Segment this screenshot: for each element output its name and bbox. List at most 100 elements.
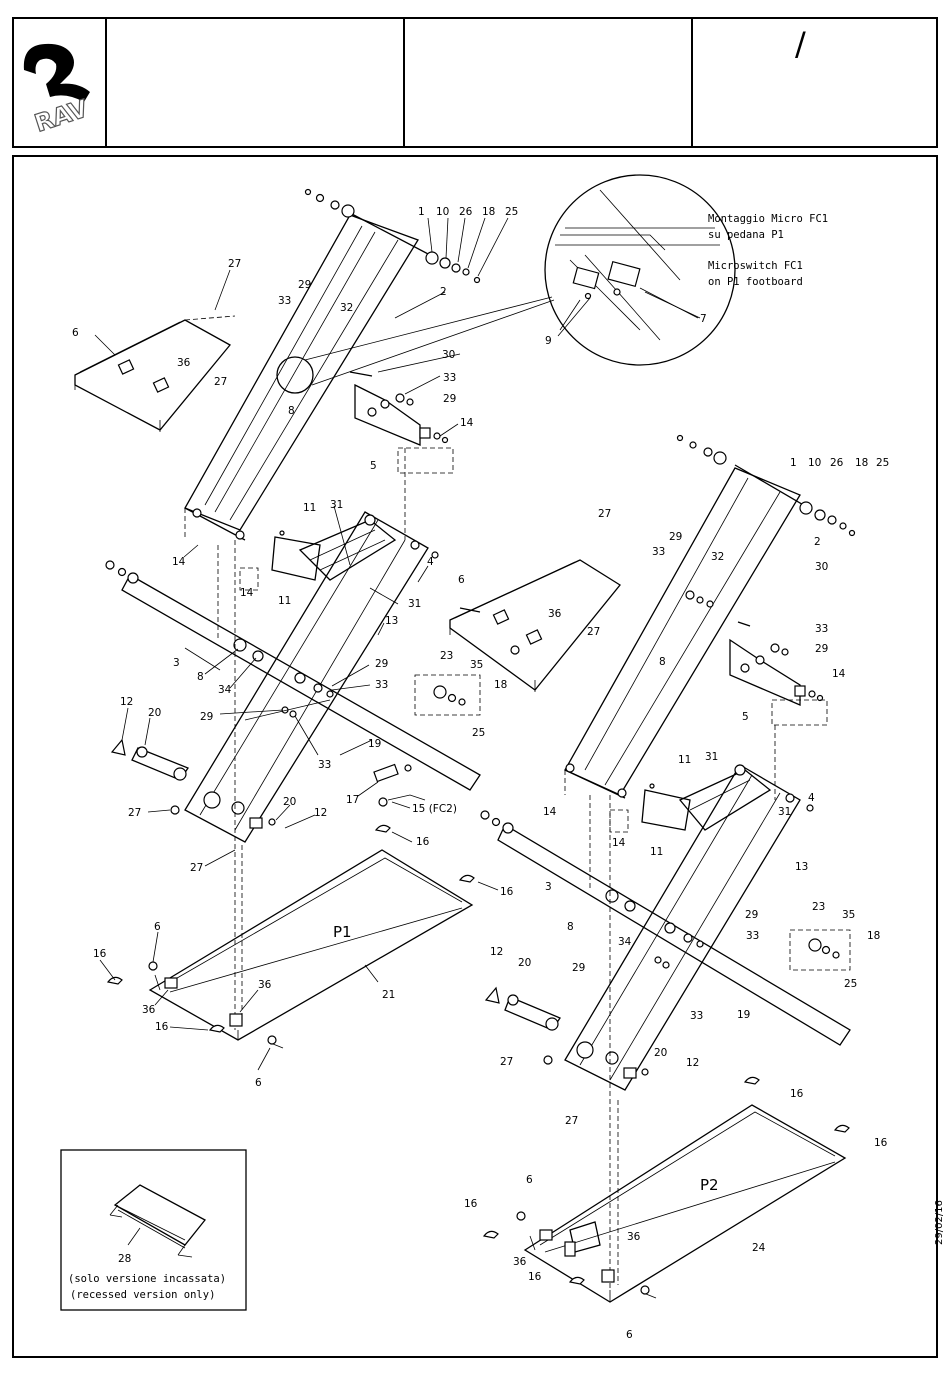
inset-part-label: 28 <box>118 1253 131 1265</box>
part-label: 17 <box>346 794 359 806</box>
part-label: 29 <box>572 962 585 974</box>
part-label: 4 <box>427 556 434 568</box>
part-label: 14 <box>612 837 626 849</box>
part-label: 35 <box>470 659 483 671</box>
title-block <box>12 17 938 148</box>
part-label: 2 <box>814 536 821 548</box>
part-label: 32 <box>340 302 353 314</box>
part-label: 6 <box>255 1077 262 1089</box>
part-label: 14 <box>832 668 846 680</box>
part-label: 16 <box>416 836 430 848</box>
part-label: 5 <box>370 460 377 472</box>
part-label: 12 <box>490 946 503 958</box>
part-label: 19 <box>737 1009 750 1021</box>
part-label: 33 <box>690 1010 703 1022</box>
part-label: 27 <box>598 508 611 520</box>
right-assembly <box>433 434 856 1303</box>
part-label: 16 <box>528 1271 542 1283</box>
part-label: 26 <box>459 206 473 218</box>
part-label: 16 <box>790 1088 804 1100</box>
title-cell-1 <box>105 19 403 146</box>
part-label: 8 <box>197 671 204 683</box>
platform-p2-label: P2 <box>700 1176 719 1194</box>
part-label: 33 <box>815 623 828 635</box>
part-label: 35 <box>842 909 855 921</box>
part-label: 11 <box>303 502 316 514</box>
part-label: 14 <box>460 417 474 429</box>
part-label: 32 <box>711 551 724 563</box>
part-label: 33 <box>443 372 456 384</box>
part-label: 25 <box>472 727 485 739</box>
part-label: 18 <box>494 679 507 691</box>
part-label: 36 <box>142 1004 156 1016</box>
part-label: 36 <box>258 979 272 991</box>
part-label: 25 <box>876 457 889 469</box>
part-label: 11 <box>278 595 291 607</box>
note-en-1: Microswitch FC1 <box>708 260 803 272</box>
part-label: 5 <box>742 711 749 723</box>
part-label: 29 <box>298 279 311 291</box>
part-label: 19 <box>368 738 381 750</box>
part-label: 8 <box>659 656 666 668</box>
part-label: 7 <box>700 313 707 325</box>
part-label: 29 <box>200 711 213 723</box>
part-label: 27 <box>128 807 141 819</box>
part-label: 8 <box>288 405 295 417</box>
detail-circle <box>544 174 736 366</box>
part-label: 34 <box>218 684 232 696</box>
part-label: 29 <box>375 658 388 670</box>
part-label: 14 <box>240 587 254 599</box>
part-label: 26 <box>830 457 844 469</box>
part-label: 15 (FC2) <box>412 803 457 815</box>
inset-box <box>60 1149 247 1311</box>
title-cell-2 <box>403 19 692 146</box>
title-cell-3 <box>691 19 936 146</box>
part-label: 20 <box>283 796 296 808</box>
part-label: 11 <box>650 846 663 858</box>
part-label: 4 <box>808 792 815 804</box>
part-label: 27 <box>587 626 600 638</box>
part-label: 13 <box>795 861 808 873</box>
part-label: 29 <box>815 643 828 655</box>
part-label: 12 <box>314 807 327 819</box>
part-label: 36 <box>627 1231 641 1243</box>
part-label: 33 <box>652 546 665 558</box>
part-label: 30 <box>815 561 828 573</box>
part-label: 18 <box>482 206 495 218</box>
part-label: 16 <box>874 1137 888 1149</box>
left-assembly <box>74 188 555 1049</box>
part-label: 27 <box>500 1056 513 1068</box>
part-label: 36 <box>177 357 191 369</box>
part-label: 33 <box>375 679 388 691</box>
part-label: 25 <box>505 206 518 218</box>
part-label: 3 <box>173 657 180 669</box>
part-label: 16 <box>155 1021 169 1033</box>
part-label: 23 <box>812 901 825 913</box>
part-label: 11 <box>678 754 691 766</box>
part-label: 10 <box>808 457 821 469</box>
part-label: 29 <box>669 531 682 543</box>
part-label: 8 <box>567 921 574 933</box>
part-label: 23 <box>440 650 453 662</box>
rav-logo: RAV <box>23 43 92 138</box>
part-label: 6 <box>72 327 79 339</box>
part-label: 27 <box>565 1115 578 1127</box>
part-label: 12 <box>686 1057 699 1069</box>
part-label: 10 <box>436 206 449 218</box>
part-label: 18 <box>867 930 880 942</box>
part-label: 27 <box>228 258 241 270</box>
part-label: 6 <box>626 1329 633 1341</box>
note-en-2: on P1 footboard <box>708 276 803 288</box>
part-label: 30 <box>442 349 455 361</box>
part-label: 31 <box>408 598 421 610</box>
part-label: 14 <box>543 806 557 818</box>
logo-text: RAV <box>31 94 91 137</box>
part-label: 6 <box>154 921 161 933</box>
part-label: 24 <box>752 1242 766 1254</box>
part-label: 33 <box>318 759 331 771</box>
inset-note-it: (solo versione incassata) <box>68 1273 226 1285</box>
part-label: 27 <box>190 862 203 874</box>
part-label: 18 <box>855 457 868 469</box>
